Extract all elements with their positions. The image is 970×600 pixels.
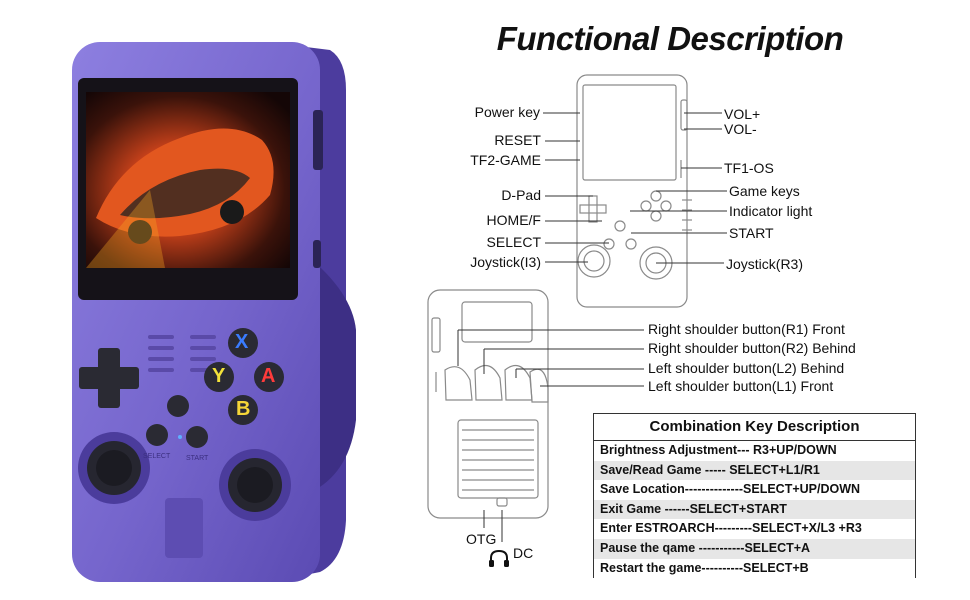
combo-row: Pause the qame -----------SELECT+A xyxy=(594,538,915,559)
label-l1: Left shoulder button(L1) Front xyxy=(648,378,834,394)
combo-row: Exit Game ------SELECT+START xyxy=(594,499,915,520)
label-r2: Right shoulder button(R2) Behind xyxy=(648,340,856,356)
handheld-console-illustration xyxy=(72,42,356,582)
button-x-letter: X xyxy=(235,331,249,353)
label-joystick-l3: Joystick(I3) xyxy=(470,254,541,270)
label-otg: OTG xyxy=(466,531,497,547)
button-y-shape xyxy=(204,362,234,392)
button-a-letter: A xyxy=(261,365,276,387)
combo-row: Save/Read Game ----- SELECT+L1/R1 xyxy=(594,460,915,481)
combination-key-table: Combination Key Description Brightness A… xyxy=(593,413,916,579)
label-vol-minus: VOL- xyxy=(724,121,757,137)
combination-rows: Brightness Adjustment--- R3+UP/DOWN Save… xyxy=(594,441,915,579)
button-y-letter: Y xyxy=(212,365,226,387)
combo-row: Enter ESTROARCH---------SELECT+X/L3 +R3 xyxy=(594,519,915,539)
button-b-letter: B xyxy=(236,398,251,420)
d-pad xyxy=(79,348,139,408)
label-home-f: HOME/F xyxy=(486,212,541,228)
start-print: START xyxy=(186,455,209,462)
label-vol-plus: VOL+ xyxy=(724,106,761,122)
page-title: Functional Description xyxy=(496,20,844,57)
label-dc: DC xyxy=(513,545,534,561)
label-select: SELECT xyxy=(486,234,541,250)
label-d-pad: D-Pad xyxy=(501,187,541,203)
button-b-shape xyxy=(228,395,258,425)
button-x-shape xyxy=(228,328,258,358)
combo-row: Restart the game----------SELECT+B xyxy=(594,558,915,579)
label-r1: Right shoulder button(R1) Front xyxy=(648,321,845,337)
select-print: SELECT xyxy=(143,453,171,460)
label-indicator-light: Indicator light xyxy=(729,203,813,219)
label-game-keys: Game keys xyxy=(729,183,800,199)
headphone-icon xyxy=(489,549,509,567)
label-l2: Left shoulder button(L2) Behind xyxy=(648,360,845,376)
combo-row: Save Location--------------SELECT+UP/DOW… xyxy=(594,480,915,500)
label-start: START xyxy=(729,225,774,241)
label-reset: RESET xyxy=(494,132,541,148)
label-power-key: Power key xyxy=(474,104,540,120)
label-joystick-r3: Joystick(R3) xyxy=(726,256,804,272)
combo-row: Brightness Adjustment--- R3+UP/DOWN xyxy=(594,441,915,461)
button-a-shape xyxy=(254,362,284,392)
label-tf2-game: TF2-GAME xyxy=(470,152,541,168)
combination-table-header: Combination Key Description xyxy=(594,414,915,441)
label-tf1-os: TF1-OS xyxy=(724,160,774,176)
